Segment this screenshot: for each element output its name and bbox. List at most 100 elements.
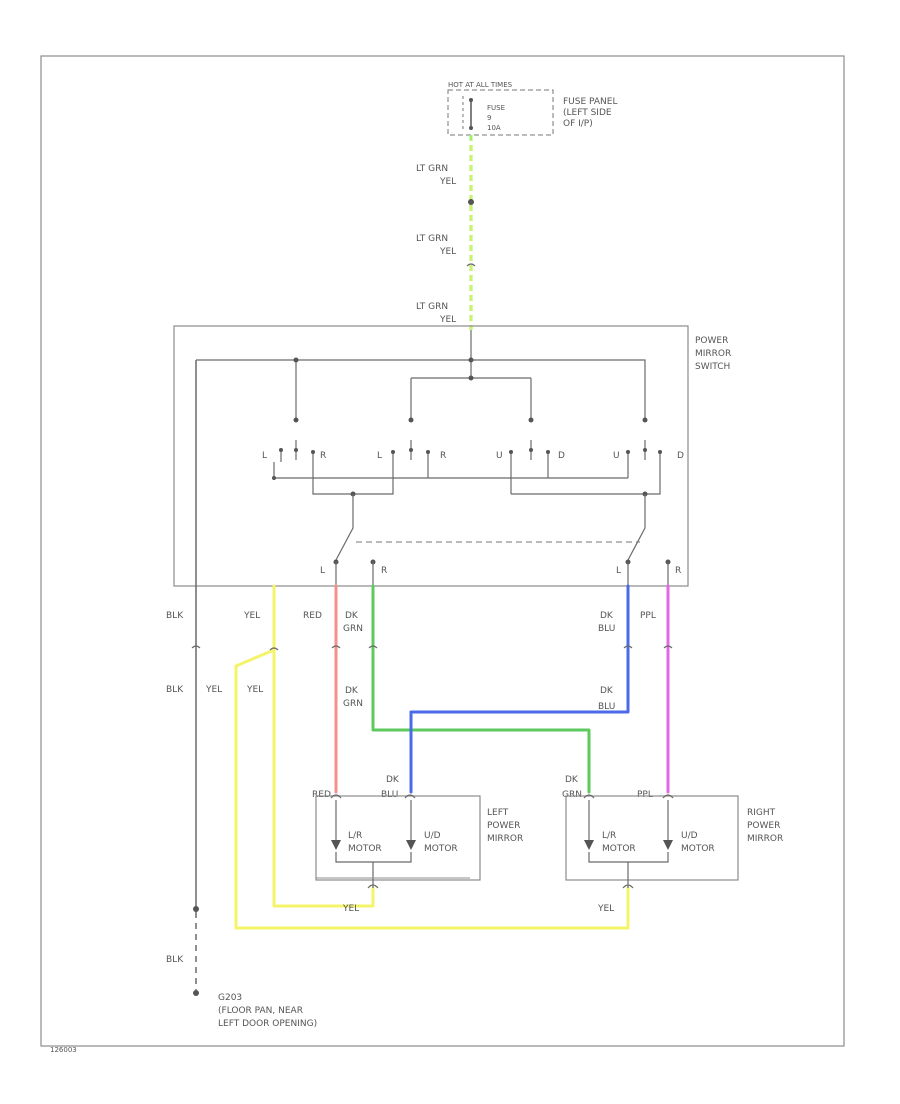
- label-dkgrn-1a: DK: [345, 611, 359, 621]
- right-mirror-outline: [565, 795, 739, 881]
- selector-right-arm: [627, 494, 646, 561]
- right-lr-motor-2: MOTOR: [602, 844, 636, 854]
- switch-outline: [173, 325, 689, 587]
- sel-pin-r-2: R: [675, 566, 681, 576]
- sel-pin-r-1: R: [381, 566, 387, 576]
- label-dkgrn-1b: GRN: [343, 624, 363, 634]
- label-dkgrn-3a: DK: [565, 775, 579, 785]
- left-lr-motor-2: MOTOR: [348, 844, 382, 854]
- label-dkblu-2b: BLU: [598, 702, 615, 712]
- contact-group-3-dot-a: [509, 450, 513, 454]
- bus-node-center: [468, 375, 474, 381]
- fuse-block: HOT AT ALL TIMES FUSE 9 10A FUSE PANEL (…: [447, 81, 617, 136]
- wire-dk-grn: [371, 584, 591, 794]
- label-blk-1: BLK: [166, 611, 184, 621]
- label-yel-5: YEL: [597, 904, 614, 914]
- ground-label-3: LEFT DOOR OPENING): [218, 1019, 317, 1029]
- left-power-mirror: L/R MOTOR U/D MOTOR LEFT POWER MIRROR: [315, 794, 523, 889]
- right-mirror-ground-connector: [622, 884, 634, 889]
- right-ud-motor-2: MOTOR: [681, 844, 715, 854]
- contact-group-4-leads: [627, 440, 661, 478]
- feed-label-3a: LT GRN: [416, 302, 448, 312]
- power-mirror-switch: POWER MIRROR SWITCH L R L: [173, 325, 731, 587]
- left-ud-motor-2: MOTOR: [424, 844, 458, 854]
- label-yel-2: YEL: [205, 685, 222, 695]
- right-power-mirror: L/R MOTOR U/D MOTOR RIGHT POWER MIRROR: [565, 794, 783, 889]
- label-dkblu-1a: DK: [600, 611, 614, 621]
- wire-yel-right: [234, 648, 630, 930]
- wire-yel-left: [272, 584, 375, 908]
- right-mirror-label-2: POWER: [747, 821, 780, 831]
- label-red-2: RED: [312, 790, 331, 800]
- blk-connector: [191, 645, 201, 649]
- switch-label-3: SWITCH: [695, 362, 730, 372]
- contact-group-2-dot-b: [409, 448, 413, 452]
- contact-1: [293, 417, 299, 423]
- pin-r-1: R: [320, 451, 326, 461]
- contact-group-ud-1: U D: [496, 440, 565, 494]
- yel-connector: [269, 647, 279, 651]
- label-dkgrn-3b: GRN: [562, 790, 582, 800]
- sel-pin-l-1: L: [320, 566, 325, 576]
- right-mirror-common: [588, 852, 669, 888]
- contact-group-1-dot-c: [311, 450, 315, 454]
- fuse-panel-label-2: (LEFT SIDE: [563, 108, 612, 118]
- right-mirror-connectors: [583, 794, 674, 799]
- feed-wire: LT GRN YEL LT GRN YEL LT GRN YEL: [416, 135, 476, 330]
- fuse-name: FUSE: [487, 104, 505, 112]
- label-dkgrn-2b: GRN: [343, 699, 363, 709]
- label-dkblu-2a: DK: [600, 686, 614, 696]
- ground-point: [193, 990, 199, 996]
- fuse-block-outline: [447, 89, 554, 136]
- contact-group-3-leads: [510, 440, 549, 494]
- feed-label-2b: YEL: [439, 247, 456, 257]
- label-yel-1: YEL: [243, 611, 260, 621]
- left-mirror-common: [335, 852, 412, 888]
- ground-label: G203 (FLOOR PAN, NEAR LEFT DOOR OPENING): [218, 993, 317, 1029]
- contact-group-lr-1: L R: [262, 440, 326, 478]
- switch-label-2: MIRROR: [695, 349, 731, 359]
- right-ud-motor-1: U/D: [681, 831, 698, 841]
- label-dkblu-3a: DK: [386, 775, 400, 785]
- link-u-d: [511, 462, 661, 495]
- wires: BLK BLK BLK YEL YEL YEL YEL YEL RED RED …: [166, 360, 673, 996]
- bus-node-top: [468, 357, 474, 363]
- label-dkgrn-2a: DK: [345, 686, 359, 696]
- label-blk-3: BLK: [166, 955, 184, 965]
- red-connector: [331, 645, 341, 649]
- switch-label-1: POWER: [695, 336, 728, 346]
- contact-group-2-leads: [392, 440, 429, 478]
- feed-splice: [468, 199, 474, 205]
- fuse-panel-label-1: FUSE PANEL: [563, 97, 617, 107]
- label-yel-3: YEL: [246, 685, 263, 695]
- feed-label-1b: YEL: [439, 177, 456, 187]
- fuse-rating: 10A: [487, 124, 501, 132]
- contact-2: [408, 417, 414, 423]
- feed-label-3b: YEL: [439, 315, 456, 325]
- fuse-number: 9: [487, 114, 491, 122]
- contact-group-2-dot-c: [426, 450, 430, 454]
- left-ud-motor-1: U/D: [424, 831, 441, 841]
- contact-group-lr-2: L R: [377, 440, 446, 478]
- contact-group-4-dot-c: [658, 450, 662, 454]
- feed-connector: [466, 263, 476, 267]
- pin-r-2: R: [440, 451, 446, 461]
- label-blk-2: BLK: [166, 685, 184, 695]
- pin-u-2: U: [613, 451, 620, 461]
- blu-connector: [623, 645, 633, 649]
- pin-d-2: D: [677, 451, 684, 461]
- figure-id: 126003: [50, 1046, 77, 1054]
- blk-splice: [193, 906, 199, 912]
- label-red-1: RED: [303, 611, 322, 621]
- contact-group-4-dot-b: [643, 448, 647, 452]
- label-dkblu-1b: BLU: [598, 624, 615, 634]
- ground-label-2: (FLOOR PAN, NEAR: [218, 1006, 303, 1016]
- right-motor-symbols: [584, 840, 673, 850]
- feed-label-2a: LT GRN: [416, 234, 448, 244]
- sel-output-leads: [335, 562, 669, 586]
- bus-node-left: [293, 357, 299, 363]
- left-lr-motor-1: L/R: [348, 831, 362, 841]
- pin-d-1: D: [558, 451, 565, 461]
- left-mirror-label-1: LEFT: [487, 808, 509, 818]
